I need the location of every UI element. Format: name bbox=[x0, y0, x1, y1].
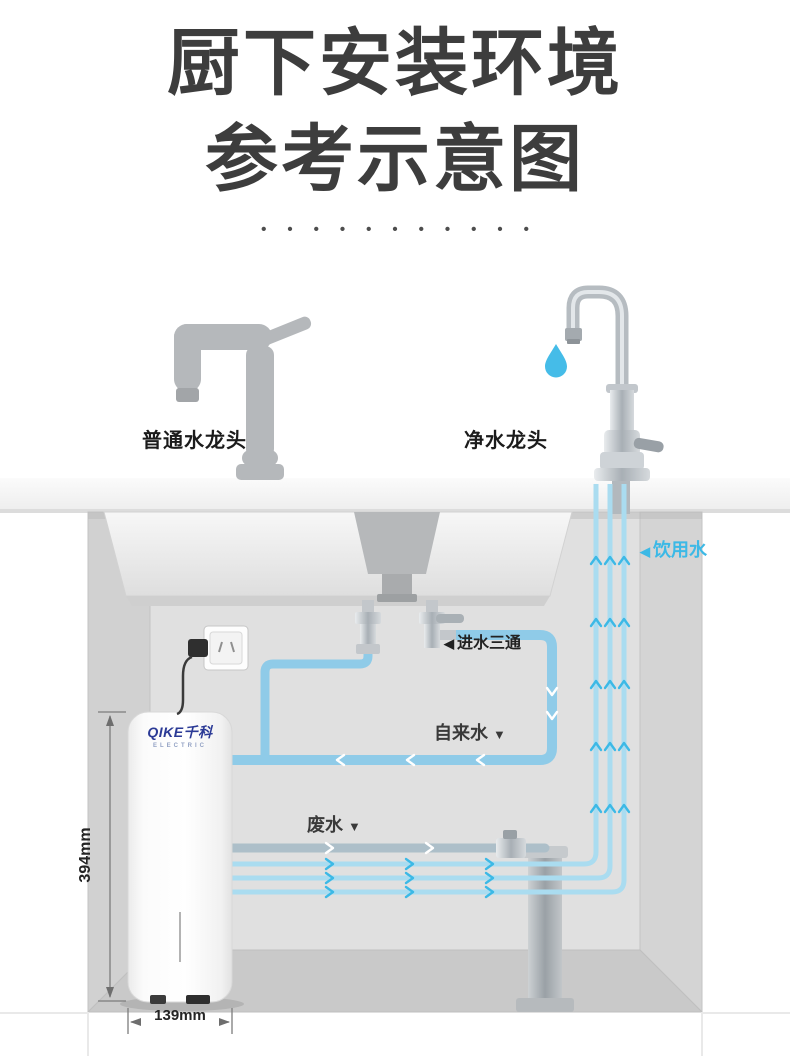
normal-faucet-label: 普通水龙头 bbox=[142, 430, 247, 452]
page-title-line1: 厨下安装环境 bbox=[167, 23, 623, 104]
waste-valve bbox=[496, 830, 526, 858]
normal-faucet-illustration bbox=[174, 316, 312, 480]
power-plug bbox=[176, 639, 208, 716]
angle-valve bbox=[355, 600, 381, 654]
tap-water-pipe bbox=[223, 630, 559, 767]
sink bbox=[103, 511, 573, 606]
water-drop-icon bbox=[545, 344, 567, 378]
brand-series: ELECTRIC bbox=[153, 743, 207, 749]
sink-drain bbox=[354, 512, 440, 574]
power-outlet bbox=[203, 625, 249, 671]
title-block: 厨下安装环境 参考示意图 ••••••••••• bbox=[0, 16, 790, 238]
inlet-tee-text: 进水三通 bbox=[457, 635, 522, 652]
drinking-water-text: 饮用水 bbox=[653, 540, 707, 560]
waste-water-pipe bbox=[223, 830, 550, 858]
tap-water-label: 自来水 ▼ bbox=[434, 719, 506, 745]
title-dots-separator: ••••••••••• bbox=[261, 220, 550, 238]
waste-water-label: 废水 ▼ bbox=[307, 811, 361, 837]
left-arrow-icon: ◀ bbox=[640, 544, 650, 559]
drinking-water-label: ◀饮用水 bbox=[640, 536, 707, 562]
inlet-tee-valve bbox=[419, 600, 464, 648]
wall-tiles bbox=[0, 1012, 790, 1056]
inlet-tee-label: ◀进水三通 bbox=[444, 629, 521, 653]
purified-faucet-illustration bbox=[565, 285, 664, 481]
width-dimension-label: 139mm bbox=[154, 1007, 206, 1024]
down-arrow-icon: ▼ bbox=[348, 819, 361, 834]
height-dimension-label: 394mm bbox=[77, 827, 94, 883]
brand-name: QIKE千科 bbox=[147, 724, 213, 740]
down-arrow-icon: ▼ bbox=[493, 727, 506, 742]
purified-faucet-label: 净水龙头 bbox=[464, 430, 548, 452]
drinking-water-pipes bbox=[228, 484, 627, 895]
countertop bbox=[0, 478, 790, 513]
water-purifier bbox=[120, 711, 244, 1011]
tap-water-text: 自来水 bbox=[434, 723, 488, 743]
page-title-line2: 参考示意图 bbox=[205, 119, 585, 201]
purifier-brand-logo: QIKE千科 ELECTRIC bbox=[140, 722, 220, 749]
waste-water-text: 废水 bbox=[307, 815, 343, 835]
faucet-shank bbox=[612, 480, 630, 514]
inlet-valves bbox=[355, 600, 464, 654]
left-arrow-icon: ◀ bbox=[444, 636, 454, 651]
dimension-lines bbox=[98, 711, 233, 1034]
